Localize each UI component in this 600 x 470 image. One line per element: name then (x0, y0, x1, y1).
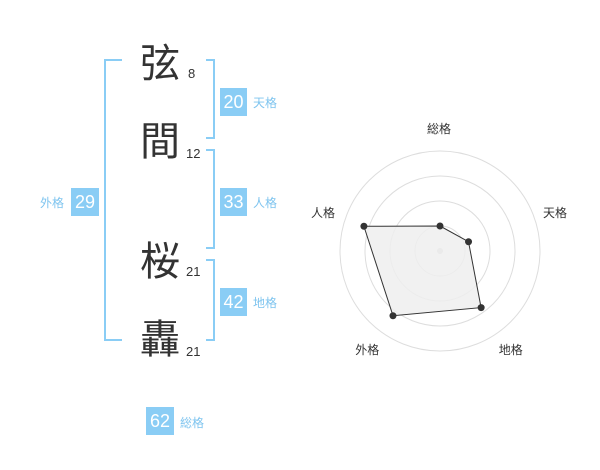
tenkaku-value: 20 (220, 88, 247, 116)
stroke-count-1: 8 (188, 66, 196, 81)
soukaku-value: 62 (146, 407, 174, 435)
name-char-4: 轟 (140, 317, 180, 363)
tenkaku-label: 天格 (253, 96, 278, 110)
radar-axis-label-1: 総格 (427, 122, 452, 136)
radar-polygon (363, 225, 482, 317)
radar-axis-label-2: 天格 (543, 206, 568, 221)
jinkaku-value: 33 (220, 188, 247, 216)
name-char-2: 間 (140, 119, 180, 165)
radar-point-3 (477, 304, 485, 312)
name-char-3: 桜 (140, 239, 180, 285)
chikaku-label: 地格 (253, 296, 278, 310)
name-char-1: 弦 (140, 41, 180, 87)
radar-point-4 (389, 312, 397, 320)
radar-axis-label-5: 人格 (310, 206, 335, 221)
outer-bracket (104, 59, 122, 341)
gaikaku-value: 29 (71, 188, 99, 216)
jinkaku-bracket (206, 149, 215, 249)
jinkaku-label: 人格 (253, 196, 278, 210)
chikaku-bracket (206, 259, 215, 341)
radar-ring-4 (339, 150, 541, 352)
radar-point-5 (360, 222, 368, 230)
soukaku-label: 総格 (180, 416, 205, 430)
radar-axis-label-3: 地格 (498, 342, 523, 357)
tenkaku-bracket (206, 59, 215, 139)
stroke-count-2: 12 (186, 146, 201, 161)
radar-point-1 (436, 222, 444, 230)
stroke-count-4: 21 (186, 344, 201, 359)
chikaku-value: 42 (220, 288, 247, 316)
radar-ring-3 (364, 175, 516, 327)
radar-axis-label-4: 外格 (355, 342, 380, 357)
gaikaku-label: 外格 (40, 196, 65, 210)
radar-point-2 (465, 238, 473, 246)
stroke-count-3: 21 (186, 264, 201, 279)
